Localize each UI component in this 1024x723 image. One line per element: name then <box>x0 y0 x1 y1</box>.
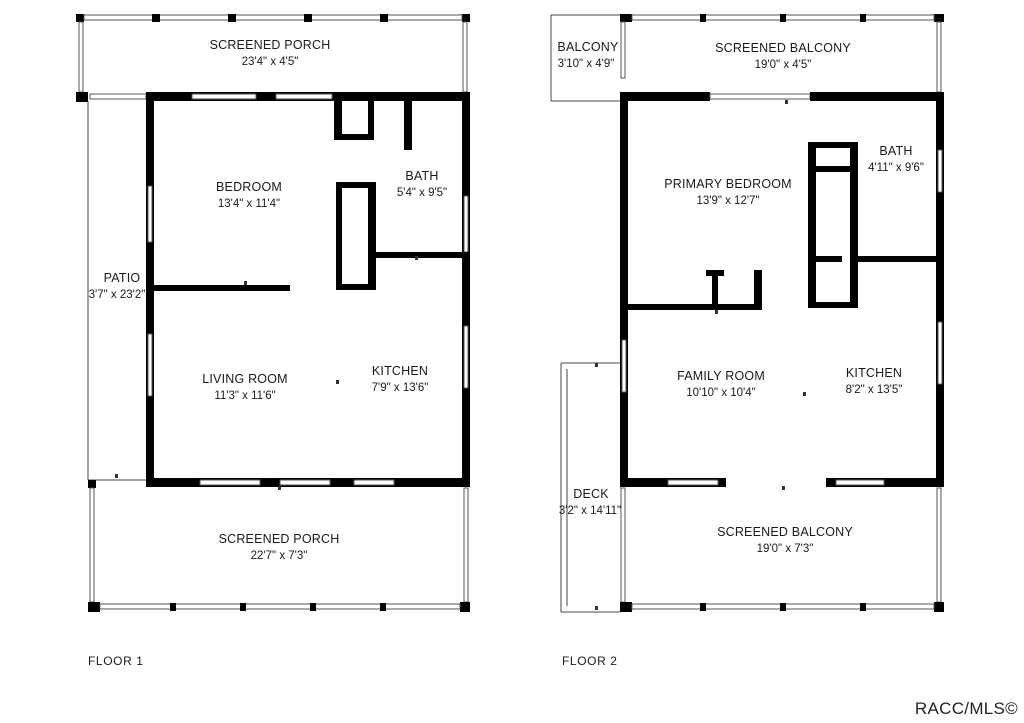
room-name: BEDROOM <box>216 180 282 194</box>
room-name: KITCHEN <box>372 364 428 378</box>
room-dimensions: 4'11" x 9'6" <box>868 162 924 174</box>
room-name: SCREENED PORCH <box>219 532 340 546</box>
room-name: SCREENED BALCONY <box>715 41 851 55</box>
room-name: SCREENED BALCONY <box>717 525 853 539</box>
room-dimensions: 11'3" x 11'6" <box>214 390 275 402</box>
floor-2-door-ticks <box>595 100 806 610</box>
floor-1-label: FLOOR 1 <box>88 654 144 668</box>
room-name: PATIO <box>104 271 141 285</box>
room-dimensions: 22'7" x 7'3" <box>251 550 308 562</box>
room-floor1-screened-porch-bottom: SCREENED PORCH 22'7" x 7'3" <box>219 532 340 562</box>
floor-1-plan <box>76 14 470 612</box>
room-floor2-kitchen: KITCHEN 8'2" x 13'5" <box>846 366 903 396</box>
room-floor1-bedroom: BEDROOM 13'4" x 11'4" <box>216 180 282 210</box>
room-name: KITCHEN <box>846 366 902 380</box>
room-floor2-family-room: FAMILY ROOM 10'10" x 10'4" <box>677 369 765 399</box>
floor-1-top-porch-outline <box>76 14 470 93</box>
floor-2-bottom-balcony-outline <box>620 487 944 612</box>
room-dimensions: 8'2" x 13'5" <box>846 384 903 396</box>
floor-1-patio-outline <box>87 101 146 481</box>
room-dimensions: 3'10" x 4'9" <box>558 58 615 70</box>
room-dimensions: 19'0" x 7'3" <box>757 543 814 555</box>
room-dimensions: 10'10" x 10'4" <box>686 387 755 399</box>
room-floor2-bath: BATH 4'11" x 9'6" <box>868 144 924 174</box>
room-name: BATH <box>879 144 912 158</box>
room-dimensions: 3'2" x 14'11" <box>559 505 621 517</box>
floor-2-exterior-walls <box>620 92 944 487</box>
floor-2-plan <box>550 14 944 613</box>
room-name: BATH <box>405 169 438 183</box>
room-floor2-primary-bedroom: PRIMARY BEDROOM 13'9" x 12'7" <box>664 177 792 207</box>
floor-1-interior-walls <box>154 92 470 291</box>
room-name: DECK <box>573 487 609 501</box>
floor-2-top-balcony-outline <box>620 14 944 93</box>
room-name: FAMILY ROOM <box>677 369 765 383</box>
room-dimensions: 7'9" x 13'6" <box>372 382 429 394</box>
room-dimensions: 5'4" x 9'5" <box>397 187 447 199</box>
room-name: PRIMARY BEDROOM <box>664 177 792 191</box>
floor-2-deck-outline <box>560 362 620 613</box>
room-dimensions: 3'7" x 23'2" <box>89 289 146 301</box>
room-floor1-bath: BATH 5'4" x 9'5" <box>397 169 447 199</box>
room-floor1-living-room: LIVING ROOM 11'3" x 11'6" <box>202 372 288 402</box>
room-floor1-screened-porch-top: SCREENED PORCH 23'4" x 4'5" <box>210 38 331 68</box>
floor-1-door-ticks <box>115 256 418 490</box>
room-floor1-kitchen: KITCHEN 7'9" x 13'6" <box>372 364 429 394</box>
floor-1-bottom-porch-outline <box>88 480 470 612</box>
room-floor2-deck: DECK 3'2" x 14'11" <box>559 487 621 517</box>
room-dimensions: 19'0" x 4'5" <box>755 59 812 71</box>
floor-2-interior-walls <box>628 142 944 310</box>
room-floor2-balcony: BALCONY 3'10" x 4'9" <box>557 40 619 70</box>
room-name: SCREENED PORCH <box>210 38 331 52</box>
room-floor1-patio: PATIO 3'7" x 23'2" <box>89 271 146 301</box>
room-floor2-screened-balcony-top: SCREENED BALCONY 19'0" x 4'5" <box>715 41 851 71</box>
floor-2-label: FLOOR 2 <box>562 654 618 668</box>
room-name: BALCONY <box>557 40 619 54</box>
room-name: LIVING ROOM <box>202 372 288 386</box>
mls-watermark: RACC/MLS© <box>914 699 1018 718</box>
floor-2-balcony-outline <box>550 14 620 102</box>
room-dimensions: 23'4" x 4'5" <box>242 56 299 68</box>
room-floor2-screened-balcony-bottom: SCREENED BALCONY 19'0" x 7'3" <box>717 525 853 555</box>
room-dimensions: 13'4" x 11'4" <box>218 198 280 210</box>
room-dimensions: 13'9" x 12'7" <box>696 195 759 207</box>
